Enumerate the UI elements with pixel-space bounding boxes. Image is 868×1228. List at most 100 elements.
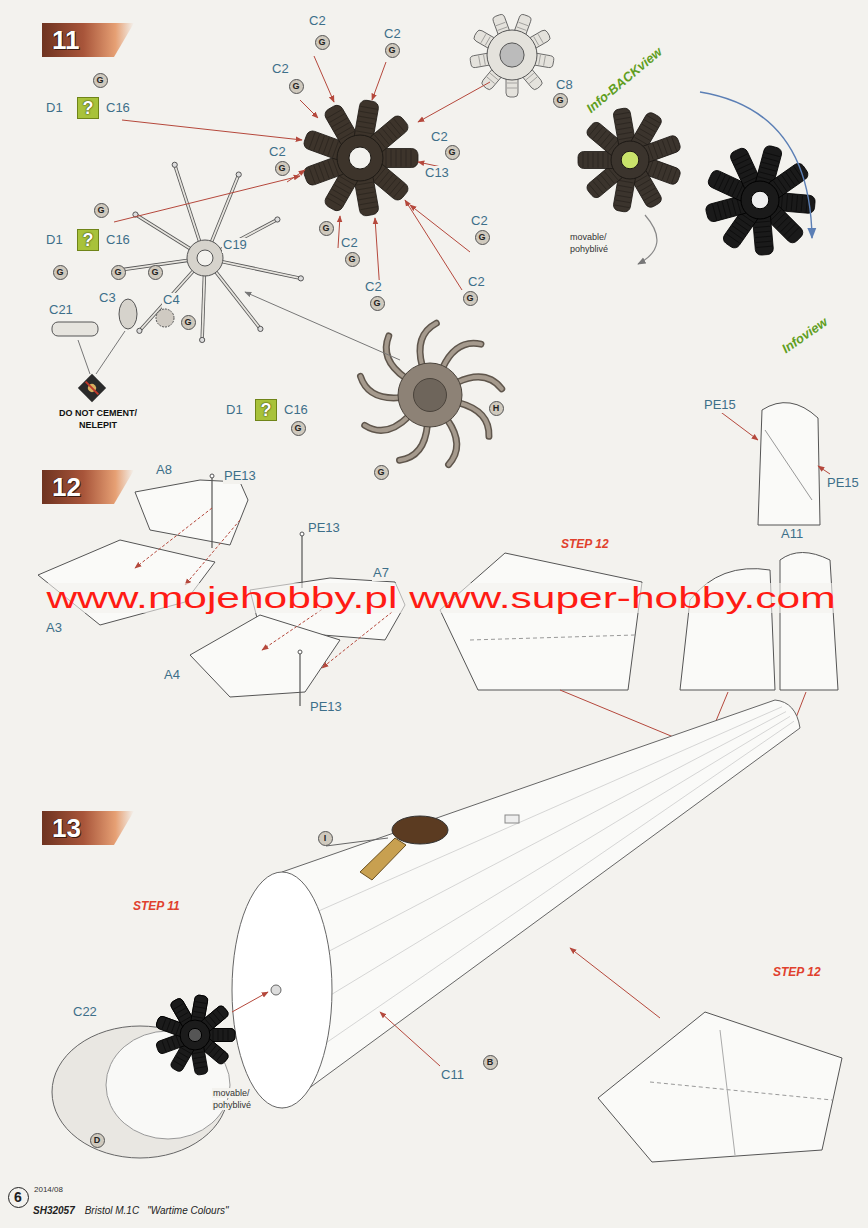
radial-engine <box>302 99 418 217</box>
washer-part <box>119 299 137 329</box>
cylinder-fin <box>647 197 660 205</box>
exhaust-pipe <box>457 377 502 389</box>
cylinder-fin <box>722 202 726 217</box>
part-label: C2 <box>430 130 449 145</box>
cylinder-fin <box>401 150 402 167</box>
paint-callout: G <box>385 43 400 58</box>
cylinder-fin <box>391 150 392 167</box>
paint-callout: H <box>489 401 504 416</box>
footer-text: SH32057 <box>32 1205 76 1217</box>
paint-callout: G <box>275 161 290 176</box>
part-label: C19 <box>222 238 248 253</box>
watermark: www.mojehobby.pl www.super-hobby.com <box>45 583 837 613</box>
cylinder-fin <box>193 1016 204 1018</box>
part-label: A11 <box>780 527 804 542</box>
pushrod-end <box>236 172 241 177</box>
cylinder-fin <box>642 124 655 132</box>
cylinder-fin <box>735 159 750 166</box>
cylinder-fin <box>517 27 526 30</box>
node-text: G <box>466 294 473 303</box>
exhaust-pipe <box>365 416 409 430</box>
cylinder-fin <box>382 128 393 141</box>
part-label: C2 <box>364 280 383 295</box>
pushrod-end <box>200 337 205 342</box>
leader-line <box>570 948 660 1018</box>
cylinder-fin <box>667 139 672 153</box>
part-label: PE13 <box>223 469 257 484</box>
cylinder-fin <box>719 175 726 190</box>
pushrod <box>135 215 191 250</box>
part-label: C2 <box>470 214 489 229</box>
cylinder-fin <box>386 150 387 167</box>
cylinder-fin <box>162 1019 166 1029</box>
rotation-arrow <box>638 215 657 264</box>
cylinder-fin <box>647 116 660 124</box>
cylinder-fin <box>172 1038 176 1048</box>
cylinder-fin <box>217 1010 224 1018</box>
cylinder-fin <box>360 106 377 109</box>
cylinder-fin <box>390 122 401 135</box>
cylinder-fin <box>658 164 663 178</box>
cylinder-fin <box>727 201 731 216</box>
node-text: G <box>294 424 301 433</box>
icon-body <box>78 374 106 402</box>
cylinder-fin <box>319 164 325 180</box>
cylinder-fin <box>507 83 517 84</box>
leader-line <box>300 721 794 1061</box>
cylinder-fin <box>653 162 658 176</box>
part-label: C11 <box>440 1068 465 1083</box>
cylinder-fin <box>481 34 486 43</box>
cylinder-fin <box>589 184 599 195</box>
node-text: G <box>56 268 63 277</box>
exhaust-pipe <box>386 336 405 378</box>
pushrod-end <box>172 162 177 167</box>
leader-line <box>122 120 302 140</box>
fuselage-front <box>232 872 332 1108</box>
crankcase <box>337 135 383 181</box>
part-label: C2 <box>271 62 290 77</box>
cylinder-fin <box>645 120 658 128</box>
hub <box>751 191 769 209</box>
node-text: G <box>388 46 395 55</box>
cylinder-fin <box>733 154 748 161</box>
cylinder-fin <box>662 140 667 154</box>
cylinder-fin <box>726 234 739 243</box>
cylinder-fin <box>328 139 334 155</box>
exhaust-pipe <box>459 403 489 437</box>
part-label: C16 <box>105 101 131 116</box>
cylinder-fin <box>741 172 756 179</box>
leader-line <box>410 205 470 252</box>
cylinder-fin <box>672 137 677 151</box>
part-label: C2 <box>383 27 402 42</box>
hub <box>188 1028 201 1041</box>
pushrod <box>221 261 301 278</box>
pushrod <box>139 270 194 331</box>
node-text: G <box>478 233 485 242</box>
cylinder-fin <box>640 129 653 137</box>
exhaust-pipe <box>447 420 457 465</box>
cylinder-fin <box>359 197 376 200</box>
part-label: PE15 <box>703 398 737 413</box>
cylinder-fin <box>637 133 650 141</box>
cylinder-fin <box>614 112 629 115</box>
note: movable/ <box>569 232 608 242</box>
leader-line <box>300 716 790 1013</box>
exhaust-pipe <box>360 376 400 398</box>
cylinder-fin <box>759 172 774 176</box>
crankcase <box>180 1020 210 1050</box>
cylinder-fin <box>786 194 787 210</box>
cylinder-fin <box>319 136 325 152</box>
leader-line <box>372 62 386 100</box>
cylinder-fin <box>176 1024 180 1034</box>
part-label: C13 <box>424 166 450 181</box>
cylinder-fin <box>806 196 807 212</box>
cylinder-fin <box>386 125 397 138</box>
cylinder-fin <box>618 185 633 188</box>
node-text: 6 <box>14 1190 22 1204</box>
note: DO NOT CEMENT/ <box>58 408 138 418</box>
cylinder-fin <box>194 1057 205 1059</box>
part-label: A7 <box>372 566 390 581</box>
cylinder-fin <box>603 153 604 168</box>
radial-engine <box>705 145 816 256</box>
cowling-inner <box>106 1031 230 1139</box>
